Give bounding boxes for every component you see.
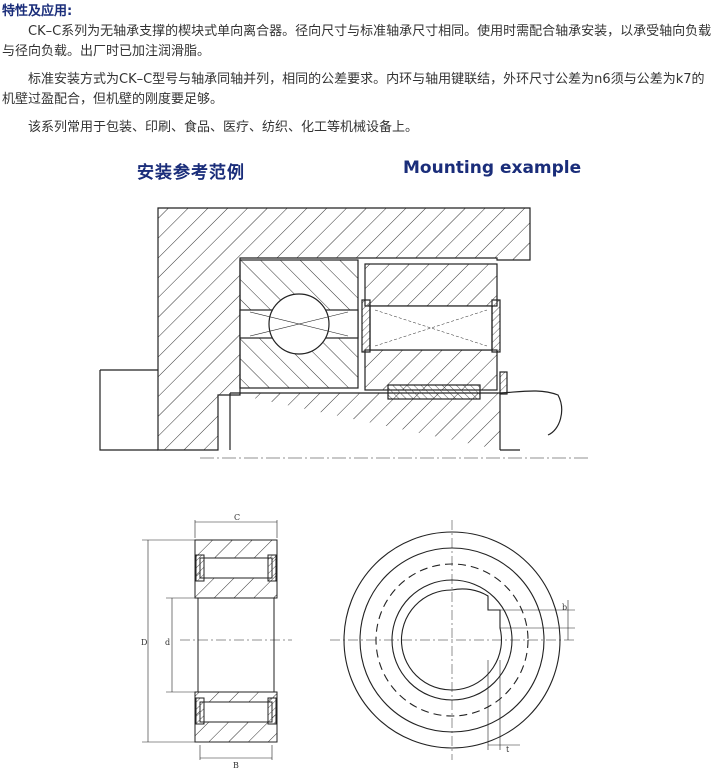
housing [157, 207, 531, 451]
shaft-left [99, 369, 158, 451]
paragraph-applications: 该系列常用于包装、印刷、食品、医疗、纺织、化工等机械设备上。 [2, 118, 714, 138]
dim-label-b-key: b [562, 603, 567, 612]
dim-label-b: B [233, 761, 239, 768]
paragraph-installation: 标准安装方式为CK–C型号与轴承同轴并列，相同的公差要求。内环与轴用键联结，外环… [2, 70, 714, 110]
mounting-example-drawing [99, 207, 588, 459]
paragraph-installation-text: 标准安装方式为CK–C型号与轴承同轴并列，相同的公差要求。内环与轴用键联结，外环… [2, 72, 705, 107]
key [387, 384, 481, 400]
caption-chinese: 安装参考范例 [137, 163, 245, 183]
clutch-inner [364, 349, 498, 391]
dim-label-t: t [506, 745, 510, 754]
retaining-ring [499, 371, 508, 395]
caption-english: Mounting example [403, 158, 582, 178]
paragraph-description-text: CK–C系列为无轴承支撑的楔块式单向离合器。径向尺寸与标准轴承尺寸相同。使用时需… [2, 24, 712, 59]
shaft-right [499, 390, 563, 451]
paragraph-applications-text: 该系列常用于包装、印刷、食品、医疗、纺织、化工等机械设备上。 [28, 120, 419, 135]
side-section-drawing [142, 520, 292, 760]
shaft-main [229, 392, 501, 450]
front-view-drawing [330, 520, 575, 760]
dim-label-c: C [234, 513, 240, 522]
paragraph-description: CK–C系列为无轴承支撑的楔块式单向离合器。径向尺寸与标准轴承尺寸相同。使用时需… [2, 22, 714, 62]
section-heading: 特性及应用: [2, 4, 73, 19]
dim-label-d-outer: D [141, 638, 147, 647]
dim-label-d-inner: d [165, 638, 170, 647]
clutch-sprag [369, 305, 493, 351]
clutch-outer [364, 263, 498, 307]
